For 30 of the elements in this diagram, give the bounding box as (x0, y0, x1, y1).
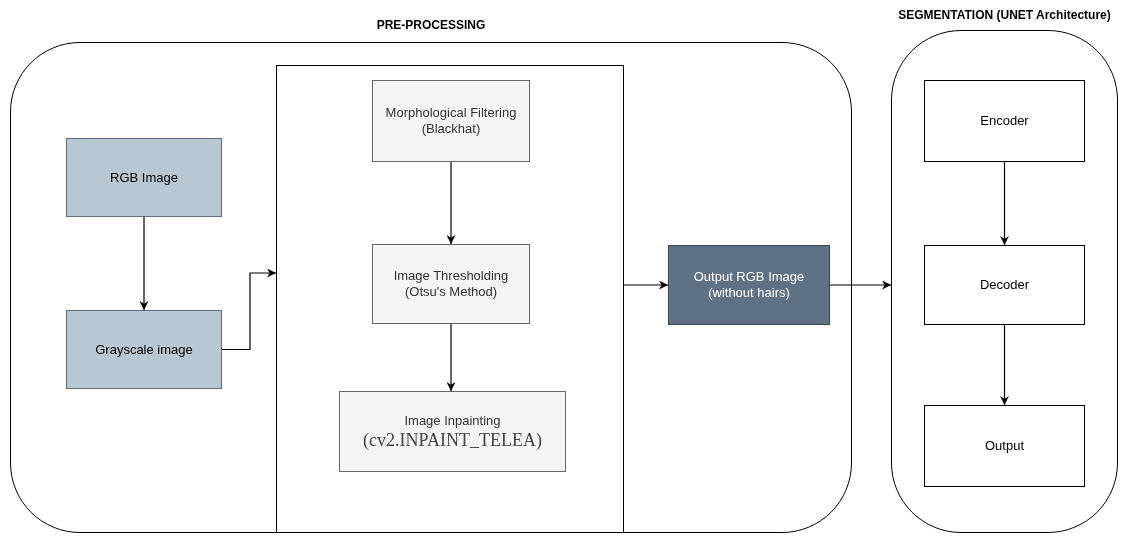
process-box (66, 310, 222, 389)
process-box (66, 138, 222, 217)
arrow (829, 280, 892, 290)
arrow (446, 161, 456, 245)
process-box (372, 80, 530, 162)
group-heading: PRE-PROCESSING (376, 18, 486, 32)
process-box (924, 405, 1085, 487)
arrow (623, 280, 669, 290)
node-label: RGB Image (110, 169, 178, 186)
arrow (446, 323, 456, 392)
output-box (668, 245, 830, 325)
node-label: Morphological Filtering (Blackhat) (384, 105, 518, 137)
node-label: Output RGB Image (without hairs) (692, 269, 806, 301)
process-box (924, 245, 1085, 325)
arrow (221, 268, 277, 351)
arrow (139, 216, 149, 311)
process-box (924, 80, 1085, 162)
node-label: Encoder (980, 113, 1029, 129)
node-label: Image Thresholding (Otsu's Method) (392, 268, 510, 300)
node-label: Output (985, 438, 1024, 454)
group-heading: SEGMENTATION (UNET Architecture) (898, 8, 1111, 22)
arrow (1000, 161, 1009, 246)
process-box (339, 391, 566, 472)
process-frame (276, 65, 624, 533)
node-label: Grayscale image (95, 341, 193, 358)
process-box (372, 244, 530, 324)
node-label: Image Inpainting (404, 412, 501, 429)
code-label: (cv2.INPAINT_TELEA) (363, 428, 542, 451)
arrow (1000, 324, 1009, 406)
node-label: Decoder (979, 277, 1030, 293)
